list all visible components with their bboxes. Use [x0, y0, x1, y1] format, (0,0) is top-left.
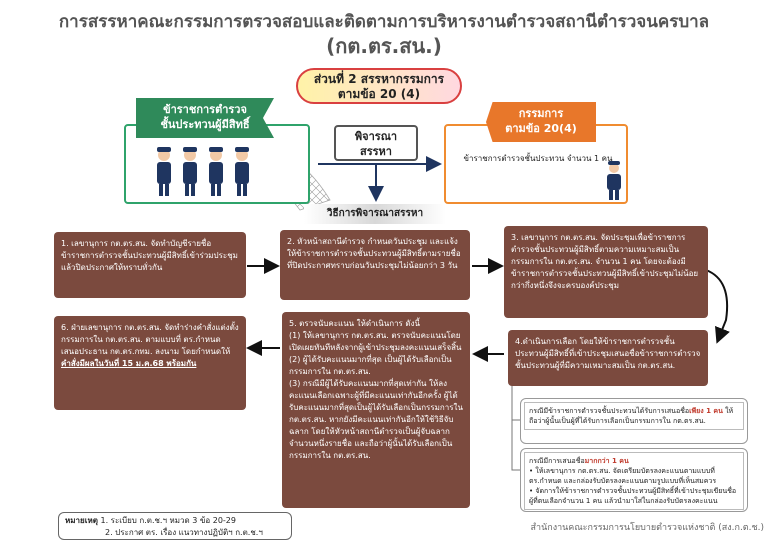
title-line1: การสรรหาคณะกรรมการตรวจสอบและติดตามการบริ… — [58, 12, 710, 32]
right-ribbon-line1: กรรมการ — [518, 107, 564, 120]
note1-pre: กรณีมีข้าราชการตำรวจชั้นประทวนได้รับการเ… — [529, 407, 690, 415]
step-6-text: 6. ฝ่ายเลขานุการ กต.ตร.สน. จัดทำร่างคำสั… — [61, 323, 239, 356]
note-single-nominee: กรณีมีข้าราชการตำรวจชั้นประทวนได้รับการเ… — [520, 398, 748, 444]
note1-post: ให้ถือว่าผู้นั้นเป็นผู้ที่ได้รับการเลือก… — [529, 407, 734, 425]
note2-highlight: มากกว่า 1 คน — [584, 457, 629, 465]
step-1: 1. เลขานุการ กต.ตร.สน. จัดทำบัญชีรายชื่อ… — [54, 232, 246, 298]
step-6: 6. ฝ่ายเลขานุการ กต.ตร.สน. จัดทำร่างคำสั… — [54, 316, 246, 410]
left-ribbon-line2: ชั้นประทวนผู้มีสิทธิ์ — [160, 118, 250, 131]
right-ribbon-line2: ตามข้อ 20(4) — [505, 122, 577, 135]
step-5-item-1: (1) ให้เลขานุการ กต.ตร.สน. ตรวจนับคะแนนโ… — [289, 331, 462, 352]
method-title: วิธีการพิจารณาสรรหา — [304, 204, 446, 224]
step-3: 3. เลขานุการ กต.ตร.สน. จัดประชุมเพื่อข้า… — [504, 226, 708, 318]
note1-highlight: เพียง 1 คน — [689, 407, 723, 415]
step-5-item-3: (3) กรณีมีผู้ได้รับคะแนนมากที่สุดเท่ากัน… — [289, 379, 463, 460]
consider-line2: สรรหา — [360, 145, 392, 158]
left-ribbon: ข้าราชการตำรวจ ชั้นประทวนผู้มีสิทธิ์ — [136, 98, 274, 138]
step-1-text: 1. เลขานุการ กต.ตร.สน. จัดทำบัญชีรายชื่อ… — [61, 239, 238, 272]
note-multiple-nominees: กรณีมีการเสนอชื่อมากกว่า 1 คน • ให้เลขาน… — [520, 448, 748, 512]
step-3-text: 3. เลขานุการ กต.ตร.สน. จัดประชุมเพื่อข้า… — [511, 233, 699, 290]
footer-agency: สำนักงานคณะกรรมการนโยบายตำรวจแห่งชาติ (ส… — [530, 523, 764, 533]
consider-line1: พิจารณา — [354, 130, 398, 143]
right-panel-desc: ข้าราชการตำรวจชั้นประทวน จำนวน 1 คน — [463, 154, 613, 163]
officers-group-icon — [157, 147, 249, 196]
section-line1: ส่วนที่ 2 สรรหากรรมการ — [313, 72, 445, 86]
step-6-emphasis: คำสั่งมีผลในวันที่ 15 ม.ค.68 พร้อมกัน — [61, 359, 197, 368]
step-4-text: 4.ดำเนินการเลือก โดยให้ข้าราชการตำรวจชั้… — [515, 337, 701, 370]
right-ribbon: กรรมการ ตามข้อ 20(4) — [486, 102, 596, 142]
step-5-item-2: (2) ผู้ได้รับคะแนนมากที่สุด เป็นผู้ได้รั… — [289, 355, 452, 376]
step-2: 2. หัวหน้าสถานีตำรวจ กำหนดวันประชุม และแ… — [280, 230, 470, 300]
remark-label: หมายเหตุ — [65, 516, 98, 525]
note2-bullet-1: ให้เลขานุการ กต.ตร.สน. จัดเตรียมบัตรลงคะ… — [529, 467, 717, 485]
consider-box: พิจารณา สรรหา — [334, 125, 418, 161]
remark-box: หมายเหตุ 1. ระเบียบ ก.ต.ช.ฯ หมวด 3 ข้อ 2… — [58, 512, 292, 540]
step-5-heading: 5. ตรวจนับคะแนน ให้ดำเนินการ ดังนี้ — [289, 319, 420, 328]
remark-1: 1. ระเบียบ ก.ต.ช.ฯ หมวด 3 ข้อ 20-29 — [100, 516, 236, 525]
section-line2: ตามข้อ 20 (4) — [337, 87, 421, 101]
section-pill: ส่วนที่ 2 สรรหากรรมการ ตามข้อ 20 (4) — [296, 68, 462, 104]
step-5: 5. ตรวจนับคะแนน ให้ดำเนินการ ดังนี้ (1) … — [282, 312, 470, 508]
left-ribbon-line1: ข้าราชการตำรวจ — [163, 103, 247, 116]
step-4: 4.ดำเนินการเลือก โดยให้ข้าราชการตำรวจชั้… — [508, 330, 708, 386]
step-2-text: 2. หัวหน้าสถานีตำรวจ กำหนดวันประชุม และแ… — [287, 237, 461, 270]
note2-pre: กรณีมีการเสนอชื่อ — [529, 457, 585, 465]
remark-2: 2. ประกาศ ตร. เรื่อง แนวทางปฏิบัติฯ ก.ต.… — [105, 528, 263, 537]
officer-icon — [607, 161, 621, 200]
note2-bullet-2: จัดการให้ข้าราชการตำรวจชั้นประทวนผู้มีสิ… — [529, 487, 737, 505]
title-line2: (กต.ตร.สน.) — [326, 34, 442, 58]
